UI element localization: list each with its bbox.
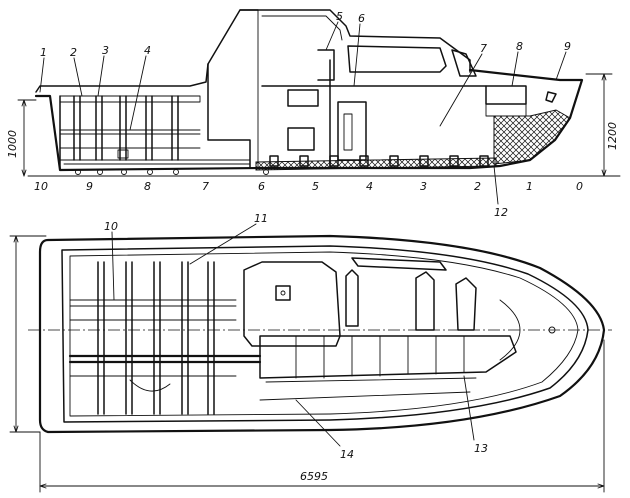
plan-view: 10 11 13 14 6595 <box>9 212 612 493</box>
frame-6: 6 <box>258 180 265 193</box>
plan-roof-hatch <box>351 257 447 271</box>
side-inner-line <box>59 95 201 103</box>
frame-9: 9 <box>86 180 93 193</box>
plan-cabin-top <box>243 261 341 347</box>
plan-leaders <box>111 223 475 447</box>
side-label-4: 4 <box>144 44 151 57</box>
dim-1200: 1200 <box>606 122 619 150</box>
side-hull-outline <box>34 68 584 172</box>
bow-hatched-block <box>493 109 571 165</box>
plan-hatch-dot <box>280 290 286 296</box>
cockpit-bulkhead <box>207 63 251 169</box>
side-label-9: 9 <box>564 40 571 53</box>
fore-peak-box <box>485 85 527 105</box>
beam-dim <box>9 235 47 433</box>
frame-5: 5 <box>312 180 319 193</box>
cabin-door-inner <box>343 113 353 151</box>
side-label-6: 6 <box>358 12 365 25</box>
plan-window-2 <box>415 271 435 331</box>
side-label-12: 12 <box>494 206 508 219</box>
plan-hull-outer <box>38 234 606 434</box>
frame-1: 1 <box>526 180 533 193</box>
frame-4: 4 <box>366 180 373 193</box>
fore-peak-cap <box>485 103 527 117</box>
plan-hull-inner2 <box>69 251 579 417</box>
frame-10: 10 <box>34 180 48 193</box>
plan-floor-frames <box>259 335 477 401</box>
height-dim-right <box>585 73 613 177</box>
plan-bow-fitting <box>548 326 556 334</box>
frame-7: 7 <box>202 180 209 193</box>
plan-cockpit-frames <box>68 261 262 415</box>
cockpit-bottom-marks <box>75 169 269 175</box>
height-dim-left <box>17 99 37 177</box>
frame-2: 2 <box>474 180 481 193</box>
side-label-5: 5 <box>336 10 343 23</box>
plan-hull-inner <box>61 245 589 423</box>
side-label-8: 8 <box>516 40 523 53</box>
plan-window-1 <box>345 269 359 327</box>
plan-label-10: 10 <box>104 220 118 233</box>
side-label-2: 2 <box>70 46 77 59</box>
plan-label-13: 13 <box>474 442 488 455</box>
cabin-window-fore <box>347 45 447 73</box>
side-leaders <box>39 21 567 205</box>
plan-label-14: 14 <box>340 448 354 461</box>
dim-1000: 1000 <box>6 130 19 158</box>
cabin-mast <box>317 49 335 81</box>
plan-cabin-front <box>499 299 521 361</box>
plan-window-3 <box>455 277 477 331</box>
side-label-7: 7 <box>480 42 487 55</box>
side-label-1: 1 <box>40 46 47 59</box>
frame-0: 0 <box>576 180 583 193</box>
cabin-roof <box>239 9 471 73</box>
plan-label-11: 11 <box>254 212 268 225</box>
keel-frames <box>255 155 497 171</box>
length-dim <box>39 339 605 493</box>
cabin-window-front <box>451 49 477 77</box>
side-view: 1 2 3 4 5 6 7 8 9 12 10 9 8 7 6 5 4 3 2 … <box>6 9 621 219</box>
plan-floor-panel <box>259 335 517 379</box>
cabin-roof-inner <box>257 9 343 169</box>
frame-8: 8 <box>144 180 151 193</box>
bow-fitting <box>545 91 557 103</box>
side-label-3: 3 <box>102 44 109 57</box>
plan-hatch <box>275 285 291 301</box>
frame-3: 3 <box>420 180 427 193</box>
side-floor <box>59 159 251 165</box>
cabin-side-panel <box>287 89 319 107</box>
dim-6595: 6595 <box>300 470 328 483</box>
cabin-locker <box>287 127 315 151</box>
